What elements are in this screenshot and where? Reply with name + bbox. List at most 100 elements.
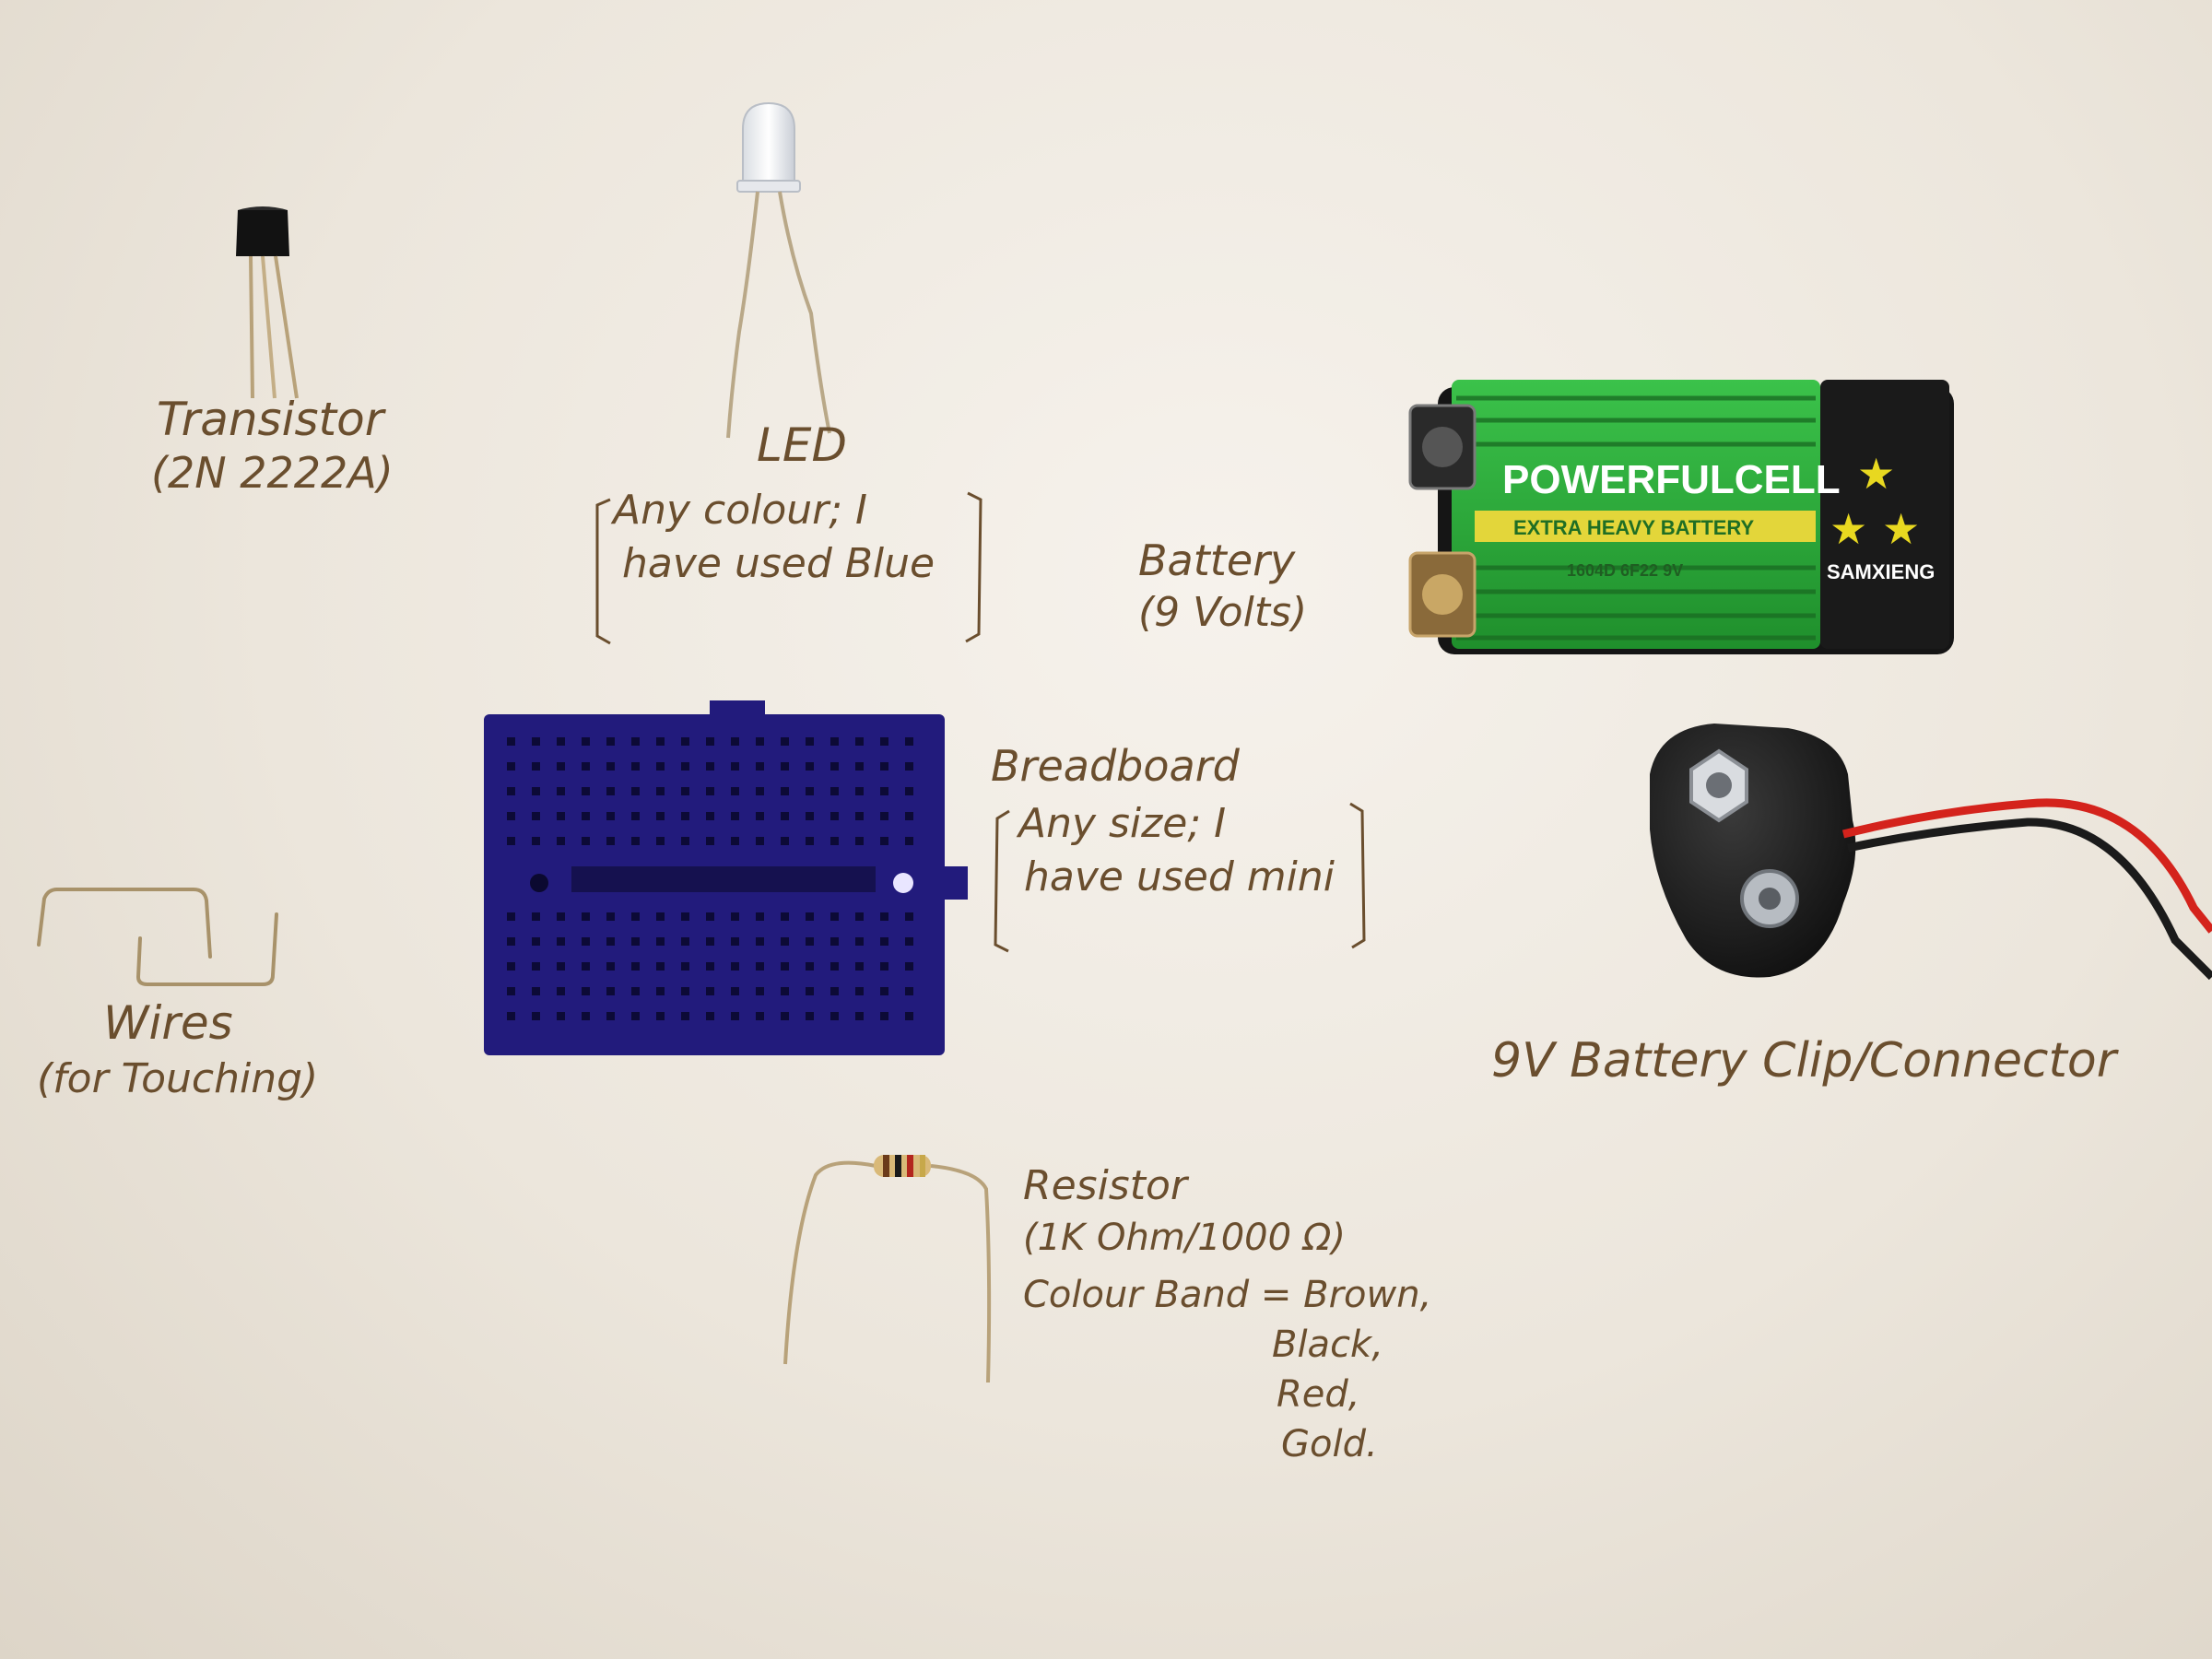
breadboard-hole bbox=[681, 912, 689, 921]
breadboard-hole bbox=[806, 837, 814, 845]
breadboard-hole bbox=[656, 962, 665, 971]
breadboard-hole bbox=[781, 1012, 789, 1020]
battery-label: Battery (9 Volts) bbox=[1138, 539, 1307, 633]
breadboard-hole bbox=[756, 787, 764, 795]
breadboard-label: Breadboard Any size; I have used mini bbox=[991, 745, 1335, 898]
battery-9v bbox=[1408, 380, 1954, 654]
battery-print: POWERFULCELL EXTRA HEAVY BATTERY 1604D 6… bbox=[1502, 449, 1935, 583]
breadboard-hole bbox=[706, 1012, 714, 1020]
breadboard-hole bbox=[507, 912, 515, 921]
breadboard-hole bbox=[855, 937, 864, 946]
breadboard-hole bbox=[880, 837, 888, 845]
breadboard-hole bbox=[681, 837, 689, 845]
breadboard-hole bbox=[557, 837, 565, 845]
resistor-value: (1K Ohm/1000 Ω) bbox=[1023, 1217, 1346, 1259]
breadboard-hole bbox=[781, 787, 789, 795]
breadboard-hole bbox=[731, 812, 739, 820]
breadboard-hole bbox=[631, 787, 640, 795]
breadboard-hole bbox=[582, 1012, 590, 1020]
breadboard-hole bbox=[756, 937, 764, 946]
breadboard-hole bbox=[631, 987, 640, 995]
breadboard-hole bbox=[606, 762, 615, 771]
led-note-line2: have used Blue bbox=[622, 540, 935, 587]
breadboard-hole bbox=[905, 762, 913, 771]
breadboard-hole bbox=[855, 812, 864, 820]
star-icon: ★ bbox=[1882, 504, 1920, 554]
breadboard-hole bbox=[905, 787, 913, 795]
breadboard-hole bbox=[532, 937, 540, 946]
breadboard-hole bbox=[756, 962, 764, 971]
breadboard-hole bbox=[880, 812, 888, 820]
breadboard-hole bbox=[582, 912, 590, 921]
breadboard-hole bbox=[681, 937, 689, 946]
breadboard-hole bbox=[806, 787, 814, 795]
transistor-part-number: (2N 2222A) bbox=[151, 448, 394, 498]
breadboard-hole bbox=[606, 912, 615, 921]
star-icon: ★ bbox=[1857, 449, 1895, 499]
breadboard-hole bbox=[830, 1012, 839, 1020]
breadboard-hole bbox=[806, 937, 814, 946]
breadboard-hole bbox=[507, 837, 515, 845]
breadboard-hole bbox=[582, 987, 590, 995]
transistor bbox=[236, 206, 299, 399]
breadboard-note-line2: have used mini bbox=[1024, 853, 1335, 900]
breadboard-hole bbox=[606, 837, 615, 845]
breadboard-hole bbox=[507, 762, 515, 771]
breadboard-hole bbox=[507, 1012, 515, 1020]
breadboard-hole bbox=[606, 937, 615, 946]
breadboard-hole bbox=[606, 812, 615, 820]
breadboard-hole bbox=[905, 937, 913, 946]
breadboard-hole bbox=[656, 737, 665, 746]
breadboard-hole bbox=[830, 762, 839, 771]
breadboard-hole bbox=[880, 912, 888, 921]
battery-clip bbox=[1650, 724, 2212, 981]
breadboard-hole bbox=[830, 987, 839, 995]
breadboard-hole bbox=[806, 812, 814, 820]
breadboard-hole bbox=[905, 987, 913, 995]
breadboard-hole bbox=[582, 762, 590, 771]
breadboard-hole bbox=[781, 937, 789, 946]
breadboard-hole bbox=[532, 737, 540, 746]
breadboard-hole bbox=[880, 937, 888, 946]
battery-brand: POWERFULCELL bbox=[1502, 457, 1841, 502]
breadboard-hole bbox=[582, 787, 590, 795]
breadboard-hole bbox=[855, 912, 864, 921]
breadboard-hole bbox=[606, 787, 615, 795]
breadboard-hole bbox=[656, 787, 665, 795]
breadboard-hole bbox=[557, 937, 565, 946]
breadboard-hole bbox=[631, 812, 640, 820]
breadboard bbox=[484, 700, 968, 1055]
breadboard-hole bbox=[507, 937, 515, 946]
breadboard-hole bbox=[781, 962, 789, 971]
wires-label: Wires (for Touching) bbox=[37, 1000, 318, 1100]
breadboard-hole bbox=[532, 987, 540, 995]
breadboard-hole bbox=[507, 737, 515, 746]
breadboard-hole bbox=[855, 1012, 864, 1020]
resistor-bands-line1: Colour Band = Brown, bbox=[1023, 1274, 1432, 1316]
breadboard-hole bbox=[706, 787, 714, 795]
breadboard-hole bbox=[731, 987, 739, 995]
battery-type: EXTRA HEAVY BATTERY bbox=[1513, 516, 1755, 539]
resistor-band-2: Black, bbox=[1272, 1324, 1383, 1366]
breadboard-hole bbox=[830, 937, 839, 946]
breadboard-hole bbox=[706, 837, 714, 845]
breadboard-hole bbox=[631, 962, 640, 971]
breadboard-hole bbox=[532, 962, 540, 971]
breadboard-hole bbox=[656, 937, 665, 946]
breadboard-hole bbox=[731, 1012, 739, 1020]
breadboard-hole bbox=[855, 787, 864, 795]
breadboard-hole bbox=[855, 987, 864, 995]
breadboard-hole bbox=[855, 837, 864, 845]
breadboard-hole bbox=[656, 812, 665, 820]
clip-name: 9V Battery Clip/Connector bbox=[1491, 1033, 2117, 1088]
breadboard-hole bbox=[830, 962, 839, 971]
breadboard-hole bbox=[582, 737, 590, 746]
breadboard-hole bbox=[855, 962, 864, 971]
breadboard-hole bbox=[582, 837, 590, 845]
breadboard-hole bbox=[880, 787, 888, 795]
breadboard-hole bbox=[905, 812, 913, 820]
breadboard-hole bbox=[656, 987, 665, 995]
breadboard-hole bbox=[731, 962, 739, 971]
breadboard-hole bbox=[781, 837, 789, 845]
breadboard-hole bbox=[905, 912, 913, 921]
